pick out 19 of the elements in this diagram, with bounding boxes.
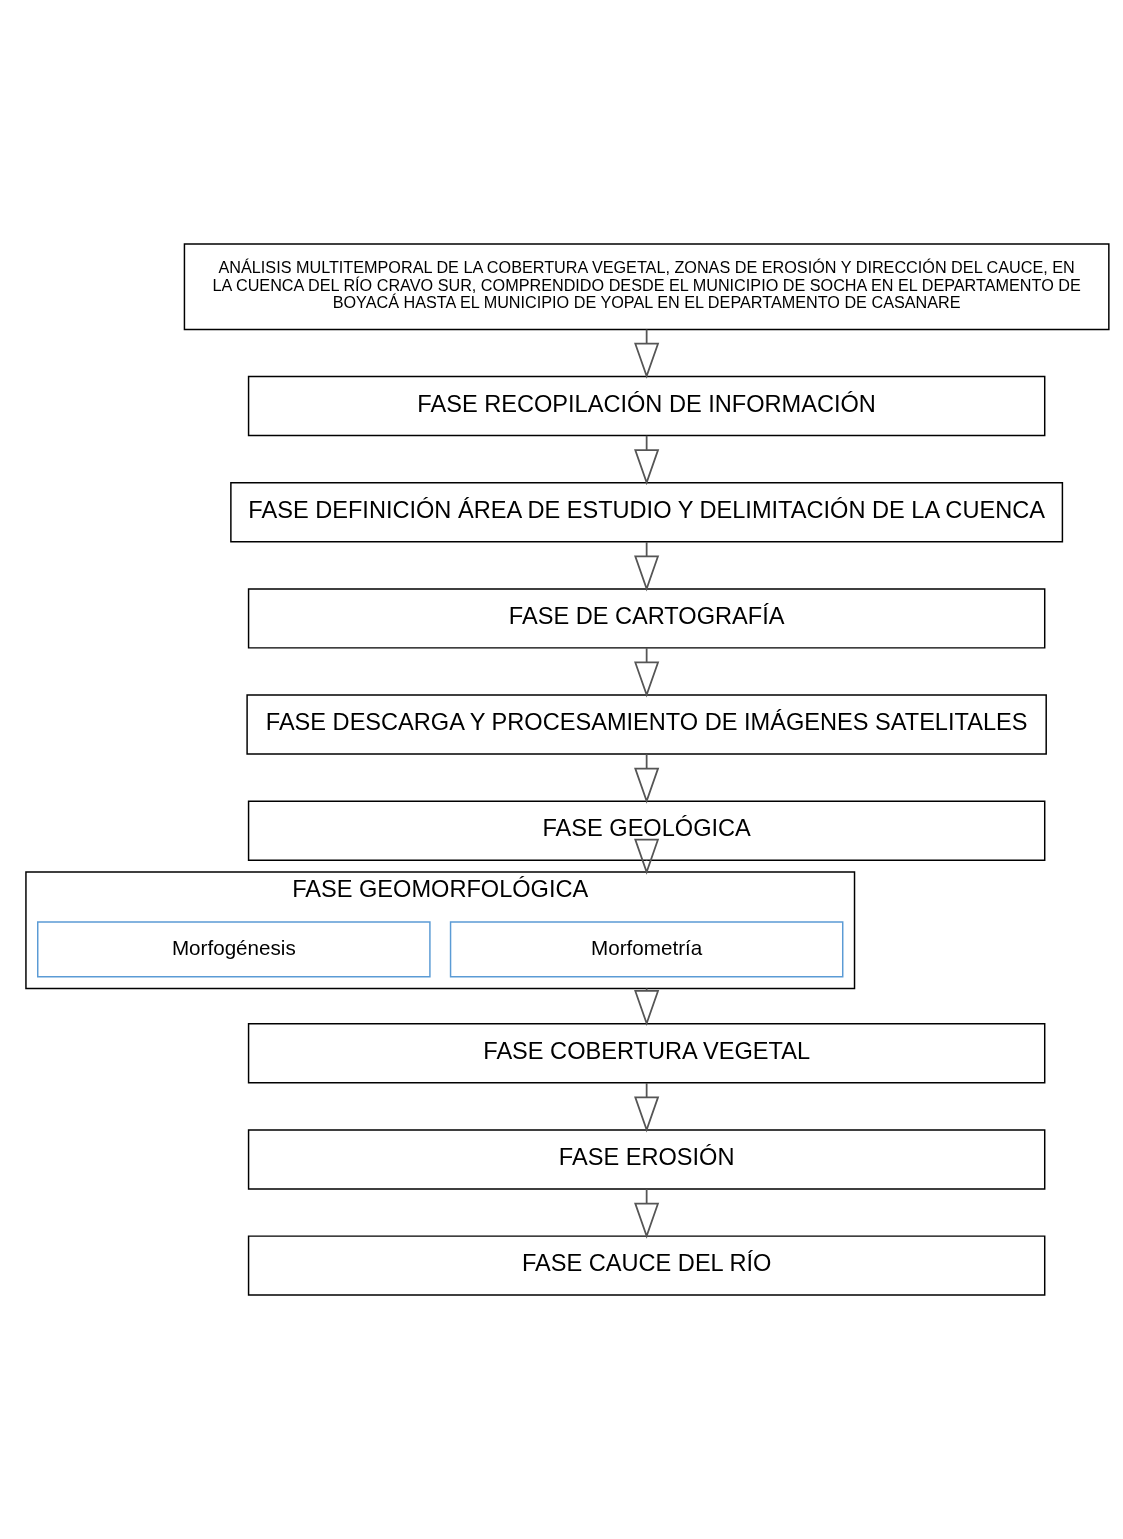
arrow <box>634 1188 660 1239</box>
arrow <box>634 753 660 804</box>
arrow <box>634 541 660 592</box>
arrow <box>634 434 660 486</box>
arrow <box>634 647 660 698</box>
node-box: FASE DE CARTOGRAFÍA <box>247 588 1046 649</box>
node-box: FASE COBERTURA VEGETAL <box>247 1023 1046 1084</box>
node-box: FASE RECOPILACIÓN DE INFORMACIÓN <box>247 375 1046 437</box>
arrow <box>634 987 660 1027</box>
arrow <box>634 328 660 379</box>
node-box: FASE CAUCE DEL RÍO <box>247 1235 1046 1296</box>
arrow <box>634 1082 660 1133</box>
node-box: Morfometría <box>449 921 844 978</box>
node-box: FASE DESCARGA Y PROCESAMIENTO DE IMÁGENES SATELITALES <box>246 694 1047 755</box>
node-box: FASE EROSIÓN <box>247 1129 1046 1190</box>
node-box: ANÁLISIS MULTITEMPORAL DE LA COBERTURA VEGETAL, ZONAS DE EROSIÓN Y DIRECCIÓN DEL CAUCE, EN LA CUENCA DEL RÍO CRAVO SUR, COMPRENDIDO DESDE EL MUNICIPIO DE SOCHA EN EL DEPARTAMENTO DE BOYACÁ HASTA EL MUNICIPIO DE YOPAL EN EL DEPARTAMENTO DE CASANARE <box>183 243 1110 331</box>
node-box: FASE DEFINICIÓN ÁREA DE ESTUDIO Y DELIMITACIÓN DE LA CUENCA <box>230 482 1064 543</box>
node-box: Morfogénesis <box>37 921 431 978</box>
arrow <box>634 838 660 875</box>
